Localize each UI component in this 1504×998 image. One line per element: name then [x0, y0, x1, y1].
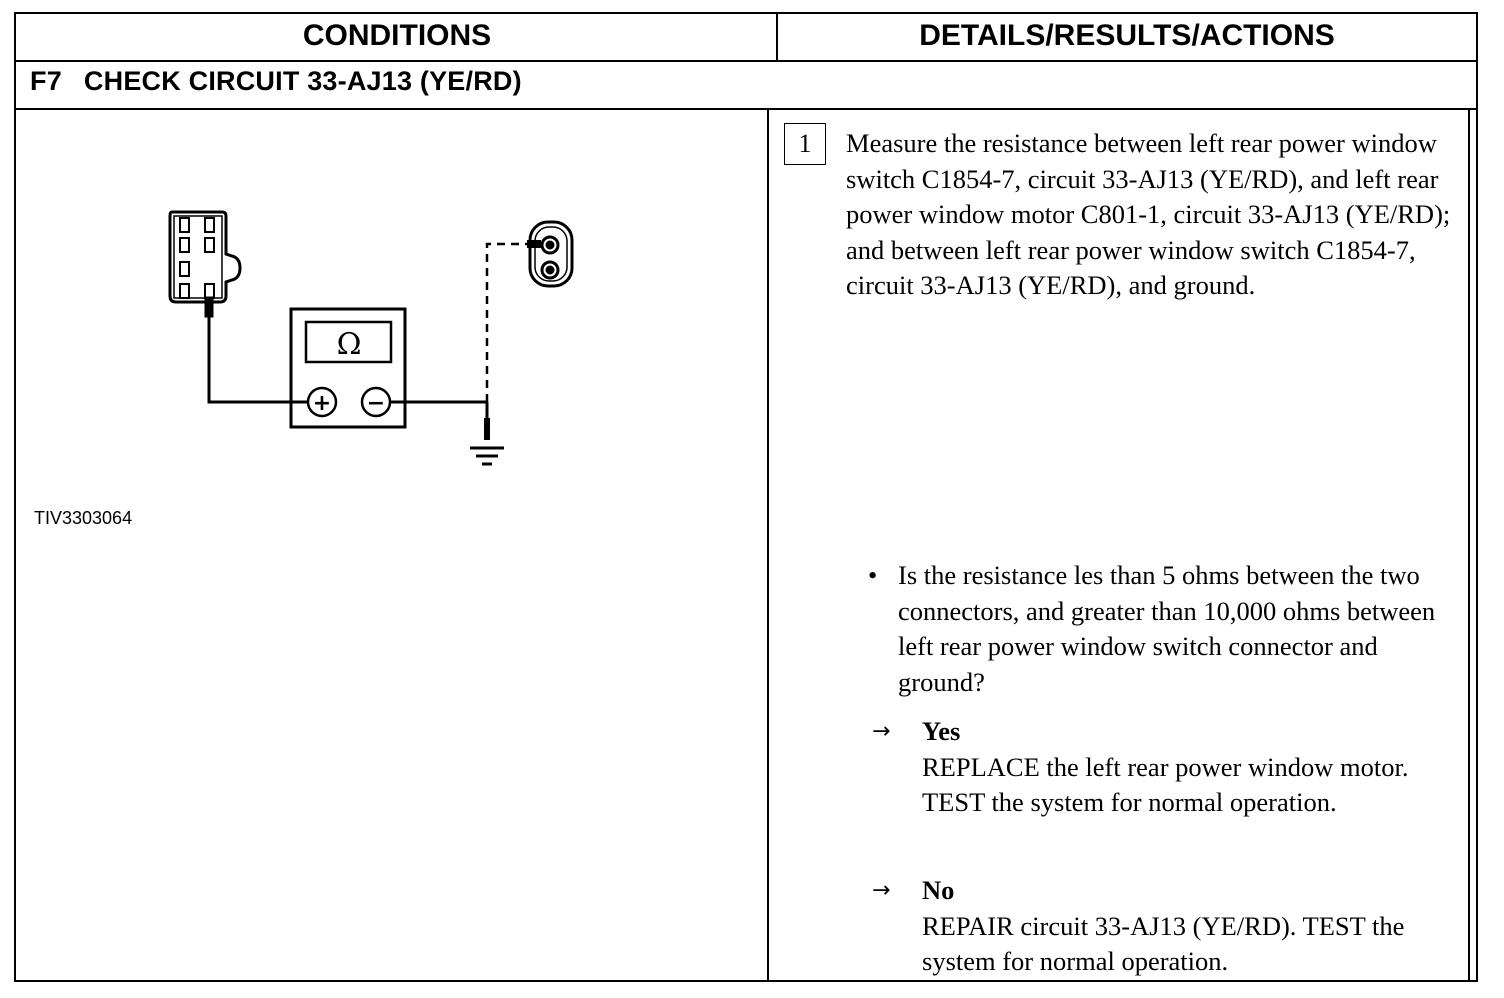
- step-title-text: CHECK CIRCUIT 33-AJ13 (YE/RD): [83, 66, 522, 96]
- dashed-lead: [485, 242, 534, 402]
- step-number-box: 1: [784, 123, 826, 165]
- question-text: Is the resistance les than 5 ohms betwee…: [898, 560, 1436, 697]
- positive-lead: [204, 296, 308, 404]
- motor-connector-icon: [527, 220, 574, 288]
- arrow-icon: →: [872, 719, 891, 744]
- diagnostic-table: CONDITIONS DETAILS/RESULTS/ACTIONS F7 CHE…: [14, 12, 1478, 982]
- body-column-divider: [767, 110, 769, 980]
- header-column-divider: [776, 14, 778, 62]
- answer-no: → No REPAIR circuit 33-AJ13 (YE/RD). TES…: [872, 873, 1462, 980]
- answer-yes-text: REPLACE the left rear power window motor…: [922, 751, 1409, 818]
- ohmmeter-icon: Ω + −: [289, 307, 407, 429]
- instruction-text: Measure the resistance between left rear…: [846, 128, 1451, 300]
- switch-connector-icon: [168, 210, 242, 304]
- meter-minus-symbol: −: [367, 391, 385, 416]
- answer-no-label: No: [922, 875, 955, 905]
- step-title: F7 CHECK CIRCUIT 33-AJ13 (YE/RD): [30, 66, 522, 97]
- details-header: DETAILS/RESULTS/ACTIONS: [919, 19, 1335, 52]
- figure-label: TIV3303064: [34, 508, 133, 528]
- right-inner-border: [1468, 110, 1470, 980]
- meter-plus-symbol: +: [313, 391, 331, 416]
- ground-icon: [470, 418, 504, 466]
- header-divider: [16, 60, 1476, 62]
- meter-display-symbol: Ω: [337, 327, 362, 362]
- arrow-icon: →: [872, 878, 891, 903]
- question-bullet: •: [868, 560, 878, 590]
- step-code: F7: [30, 66, 62, 96]
- question: • Is the resistance les than 5 ohms betw…: [868, 558, 1458, 700]
- answer-yes: → Yes REPLACE the left rear power window…: [872, 714, 1462, 821]
- answer-yes-label: Yes: [922, 716, 961, 746]
- conditions-header: CONDITIONS: [302, 19, 492, 52]
- answer-no-text: REPAIR circuit 33-AJ13 (YE/RD). TEST the…: [922, 910, 1405, 977]
- title-divider: [16, 108, 1476, 110]
